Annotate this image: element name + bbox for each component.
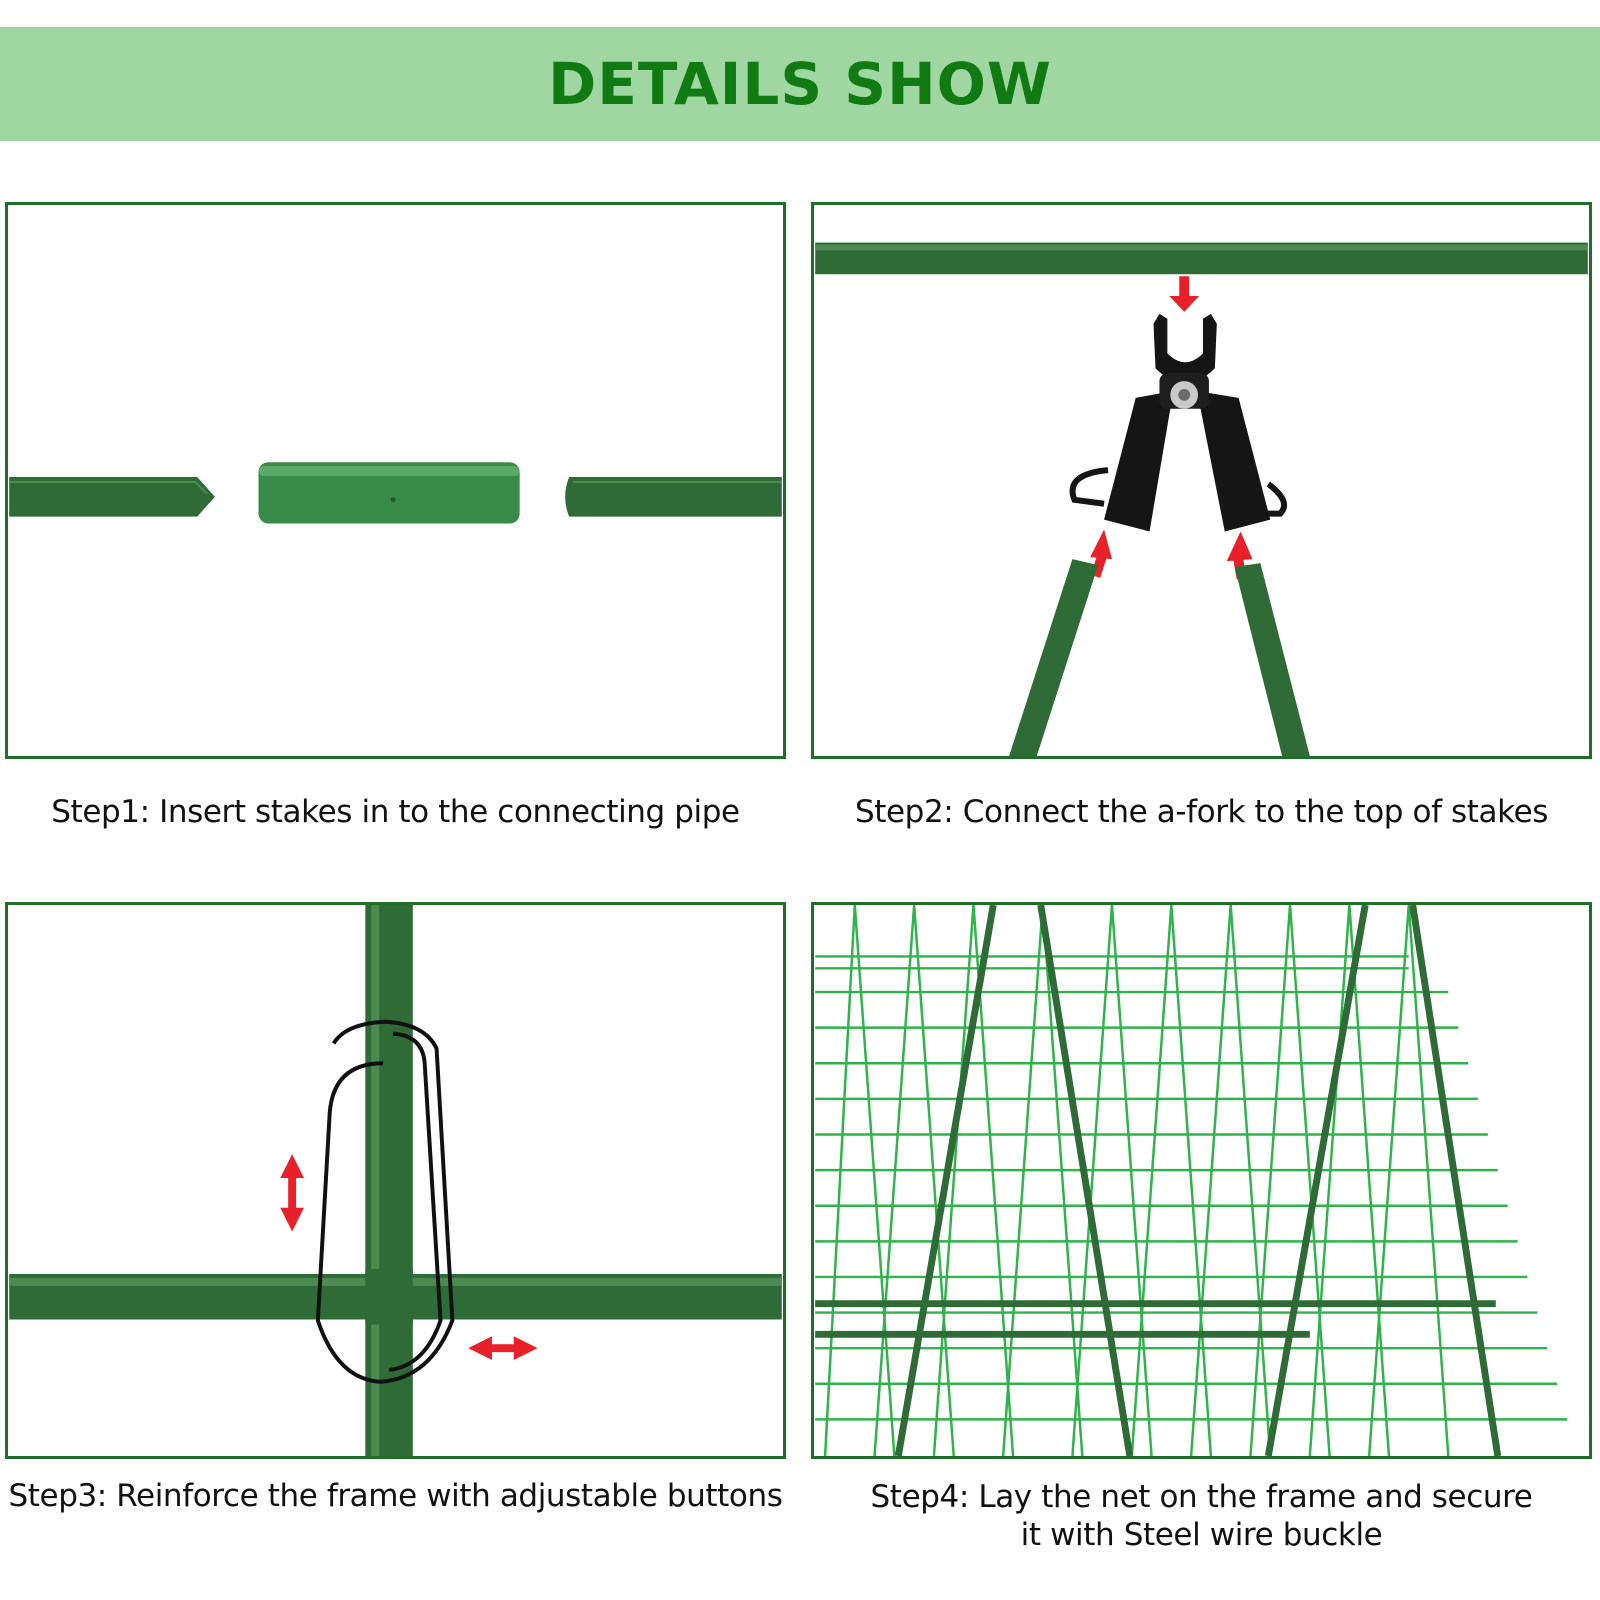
left-stake [9, 477, 215, 517]
vertical-arrow-icon [280, 1154, 304, 1232]
step4-caption-line1: Step4: Lay the net on the frame and secu… [870, 1479, 1533, 1515]
step1-image-panel [5, 202, 786, 759]
trellis-net-illustration [815, 905, 1568, 1456]
frame-stakes [815, 905, 1502, 1456]
page-title: DETAILS SHOW [548, 50, 1052, 118]
adjustable-button-illustration [9, 905, 782, 1456]
net-mesh [815, 905, 1568, 1456]
horizontal-arrow-icon [468, 1336, 538, 1361]
arrow-down-icon [1169, 276, 1200, 312]
header-banner: DETAILS SHOW [0, 27, 1600, 141]
step4-caption: Step4: Lay the net on the frame and secu… [811, 1478, 1592, 1554]
step3-caption: Step3: Reinforce the frame with adjustab… [8, 1478, 783, 1514]
step2-caption: Step2: Connect the a-fork to the top of … [854, 794, 1549, 830]
step2-image-panel [811, 202, 1592, 759]
right-stake [565, 477, 782, 517]
a-fork-connector [1069, 313, 1288, 532]
step1-caption: Step1: Insert stakes in to the connectin… [51, 794, 740, 830]
step4-image-panel [811, 902, 1592, 1459]
left-stake [1009, 559, 1099, 756]
connecting-pipe [258, 462, 520, 524]
step3-image-panel [5, 902, 786, 1459]
stake-pipe-illustration [9, 462, 782, 524]
a-fork-illustration [815, 242, 1588, 756]
right-stake [1234, 563, 1310, 756]
wire-buckle [315, 1019, 455, 1384]
step4-caption-line2: it with Steel wire buckle [1020, 1517, 1383, 1553]
